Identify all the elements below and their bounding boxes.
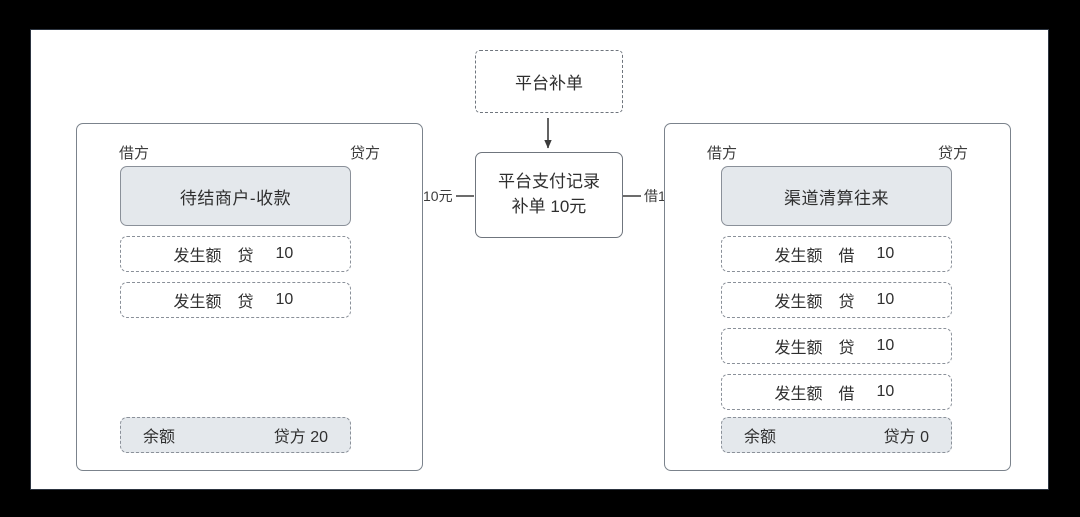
- left-balance-label: 余额: [143, 429, 176, 446]
- right-credit-header-text: 贷方: [937, 145, 968, 162]
- right-entry-2-side: 贷: [838, 294, 855, 311]
- diagram-canvas: 平台补单 平台支付记录 补单 10元 贷10元 借10元 借方 贷方 待结商户-…: [30, 29, 1049, 490]
- left-account-title[interactable]: 待结商户-收款: [120, 166, 351, 226]
- left-entry-1-label: 发生额: [173, 248, 222, 265]
- right-entry-2-amount: 10: [876, 291, 895, 308]
- right-account-title-text: 渠道清算往来: [784, 188, 889, 208]
- right-debit-header-text: 借方: [707, 145, 738, 162]
- center-node-platform-payment-record[interactable]: 平台支付记录 补单 10元: [475, 152, 623, 238]
- left-entry-2-side: 贷: [237, 294, 254, 311]
- right-entry-row-2[interactable]: 发生额 贷 10: [721, 282, 952, 318]
- right-entry-3-label: 发生额: [774, 340, 823, 357]
- right-entry-row-1[interactable]: 发生额 借 10: [721, 236, 952, 272]
- right-entry-3-amount: 10: [876, 337, 895, 354]
- right-entry-row-3[interactable]: 发生额 贷 10: [721, 328, 952, 364]
- right-entry-2-label: 发生额: [774, 294, 823, 311]
- left-debit-header: 借方: [119, 146, 149, 161]
- left-balance-value: 贷方 20: [273, 429, 328, 446]
- right-entry-3-side: 贷: [838, 340, 855, 357]
- left-entry-1-side: 贷: [237, 248, 254, 265]
- right-balance-value: 贷方 0: [883, 429, 929, 446]
- account-panel-left: 借方 贷方 待结商户-收款 发生额 贷 10 发生额 贷 10 余额 贷方 20: [76, 123, 423, 471]
- left-debit-header-text: 借方: [119, 145, 150, 162]
- center-node-line2: 补单 10元: [511, 197, 587, 216]
- account-panel-right: 借方 贷方 渠道清算往来 发生额 借 10 发生额 贷 10 发生额 贷 1: [664, 123, 1011, 471]
- left-balance-row[interactable]: 余额 贷方 20: [120, 417, 351, 453]
- source-node-platform-supplement[interactable]: 平台补单: [475, 50, 623, 113]
- right-balance-label: 余额: [744, 429, 777, 446]
- right-entry-1-label: 发生额: [774, 248, 823, 265]
- right-debit-header: 借方: [707, 146, 737, 161]
- left-account-title-text: 待结商户-收款: [179, 188, 292, 208]
- left-entry-2-amount: 10: [275, 291, 294, 308]
- center-node-line1: 平台支付记录: [498, 172, 600, 192]
- left-entry-row-2[interactable]: 发生额 贷 10: [120, 282, 351, 318]
- right-entry-1-side: 借: [838, 248, 855, 265]
- left-credit-header: 贷方: [350, 146, 380, 161]
- right-credit-header: 贷方: [938, 146, 968, 161]
- left-entry-2-label: 发生额: [173, 294, 222, 311]
- right-entry-row-4[interactable]: 发生额 借 10: [721, 374, 952, 410]
- left-entry-1-amount: 10: [275, 245, 294, 262]
- right-entry-4-side: 借: [838, 386, 855, 403]
- right-account-title[interactable]: 渠道清算往来: [721, 166, 952, 226]
- right-entry-1-amount: 10: [876, 245, 895, 262]
- right-entry-4-label: 发生额: [774, 386, 823, 403]
- source-node-label: 平台补单: [515, 74, 583, 93]
- left-entry-row-1[interactable]: 发生额 贷 10: [120, 236, 351, 272]
- right-entry-4-amount: 10: [876, 383, 895, 400]
- left-credit-header-text: 贷方: [349, 145, 380, 162]
- right-balance-row[interactable]: 余额 贷方 0: [721, 417, 952, 453]
